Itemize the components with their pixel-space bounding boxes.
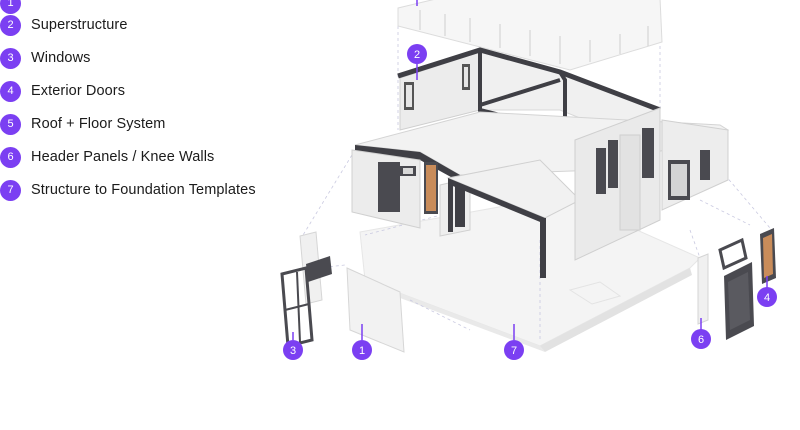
callout-6: 6 bbox=[691, 329, 711, 349]
legend-item-5: 5 Roof + Floor System bbox=[0, 112, 165, 136]
right-wing-walls bbox=[574, 107, 729, 261]
legend-item-4: 4 Exterior Doors bbox=[0, 79, 125, 103]
callout-leader-lines bbox=[292, 0, 768, 340]
legend-item-6: 6 Header Panels / Knee Walls bbox=[0, 145, 214, 169]
legend-badge-4: 4 bbox=[0, 80, 21, 102]
legend-badge-1: 1 bbox=[0, 0, 21, 14]
ground-floor-walls bbox=[351, 149, 471, 237]
svg-text:4: 4 bbox=[764, 292, 770, 304]
legend-label-4: Exterior Doors bbox=[31, 83, 126, 99]
svg-text:1: 1 bbox=[359, 345, 365, 357]
callout-3: 3 bbox=[283, 340, 303, 360]
callout-2: 2 bbox=[407, 44, 427, 64]
callout-4: 4 bbox=[757, 287, 777, 307]
legend-label-2: Superstructure bbox=[31, 17, 128, 33]
legend-badge-5: 5 bbox=[0, 113, 21, 135]
legend-item-2: 2 Superstructure bbox=[0, 13, 128, 37]
legend-label-7: Structure to Foundation Templates bbox=[31, 182, 256, 198]
legend-badge-6: 6 bbox=[0, 146, 21, 168]
roof-panel bbox=[397, 0, 663, 71]
legend-item-1: 1 bbox=[0, 0, 31, 15]
svg-text:6: 6 bbox=[698, 334, 704, 346]
legend-item-7: 7 Structure to Foundation Templates bbox=[0, 178, 256, 202]
svg-text:7: 7 bbox=[511, 345, 517, 357]
legend-label-5: Roof + Floor System bbox=[31, 116, 166, 132]
right-exploded-parts bbox=[697, 228, 776, 340]
legend-item-3: 3 Windows bbox=[0, 46, 91, 70]
legend-label-6: Header Panels / Knee Walls bbox=[31, 149, 215, 165]
legend-badge-2: 2 bbox=[0, 14, 21, 36]
svg-text:3: 3 bbox=[290, 345, 296, 357]
svg-text:2: 2 bbox=[414, 49, 420, 61]
callout-1: 1 bbox=[352, 340, 372, 360]
legend-badge-3: 3 bbox=[0, 47, 21, 69]
callout-7: 7 bbox=[504, 340, 524, 360]
legend-label-3: Windows bbox=[31, 50, 91, 66]
legend-badge-7: 7 bbox=[0, 179, 21, 201]
